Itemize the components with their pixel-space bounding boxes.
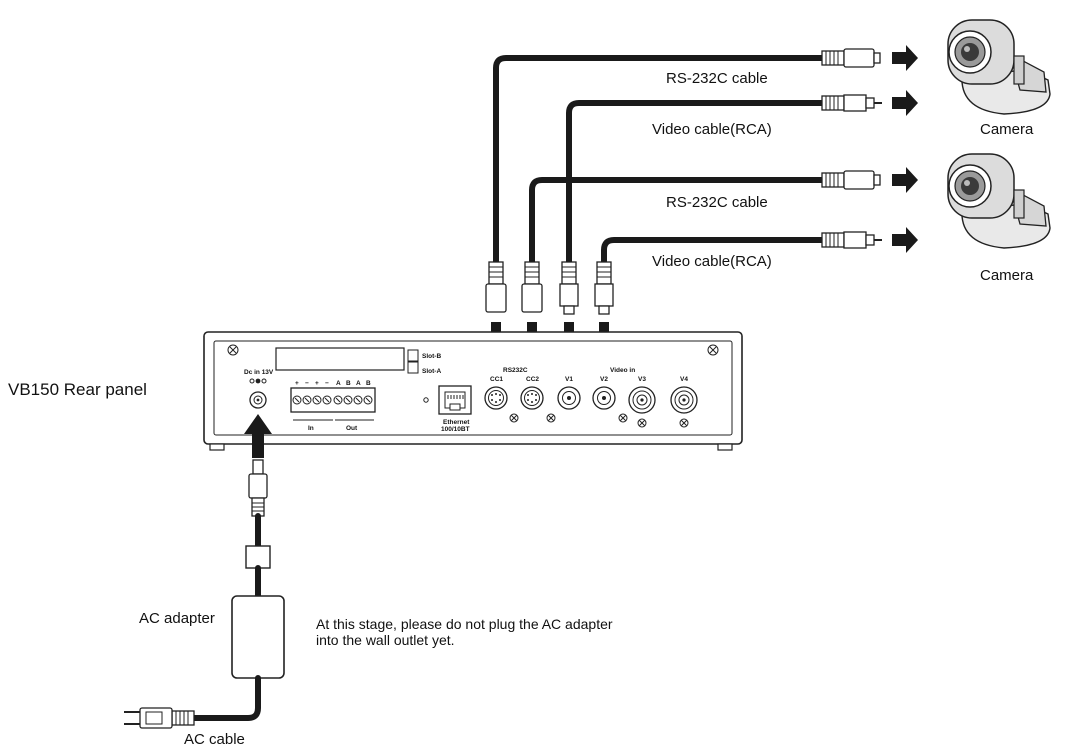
note-line-2: into the wall outlet yet. xyxy=(316,632,455,648)
ac-adapter-label: AC adapter xyxy=(139,610,215,627)
screw-icon xyxy=(227,344,239,356)
note-line-1: At this stage, please do not plug the AC… xyxy=(316,616,613,632)
terminal-label: + xyxy=(315,380,319,387)
port-v1-label: V1 xyxy=(565,376,573,383)
rca-plug-v1 xyxy=(559,261,579,315)
rs232-plug-2 xyxy=(821,170,881,190)
rs232-cable-1-label: RS-232C cable xyxy=(666,70,768,87)
rca-plug-v2 xyxy=(594,261,614,315)
terminal-label: A xyxy=(356,380,361,387)
dc-in-jack xyxy=(249,391,267,409)
rs232-cable-2 xyxy=(529,177,825,265)
ethernet-label: Ethernet xyxy=(443,419,470,426)
rca-plug-2 xyxy=(821,231,882,249)
port-cc2 xyxy=(520,386,544,410)
video-cable-2 xyxy=(601,237,825,265)
camera-2-icon xyxy=(947,153,1051,249)
rs232-plug-cc2 xyxy=(521,261,543,313)
video-cable-1-label: Video cable(RCA) xyxy=(652,121,772,138)
port-v4 xyxy=(670,386,698,414)
ac-adapter xyxy=(231,595,285,679)
ac-cable xyxy=(191,675,261,721)
camera-2-label: Camera xyxy=(980,267,1034,284)
ethernet-port xyxy=(438,385,472,415)
ferrite-core xyxy=(245,545,271,569)
terminal-label: B xyxy=(366,380,371,387)
terminal-label: B xyxy=(346,380,351,387)
terminal-label: − xyxy=(305,380,309,387)
rs232-cable-1 xyxy=(493,55,825,265)
terminal-block: + − + − A B A B In Out xyxy=(290,380,376,432)
ac-plug-icon xyxy=(124,707,195,729)
vb150-rear-panel: Slot-B Slot-A Dc in 13V + − + − A B A B xyxy=(203,331,743,451)
arrow-right-icon xyxy=(892,45,918,71)
port-v1 xyxy=(557,386,581,410)
dc-plug xyxy=(248,459,268,517)
status-led xyxy=(423,397,429,403)
rs232-plug-1 xyxy=(821,48,881,68)
slot-a-label: Slot-A xyxy=(422,368,441,375)
rs232-plug-cc1 xyxy=(485,261,507,313)
terminal-in-label: In xyxy=(308,425,314,432)
arrow-up-icon xyxy=(244,414,272,458)
video-cable-1 xyxy=(566,100,825,265)
terminal-out-label: Out xyxy=(346,425,358,432)
port-cc1-label: CC1 xyxy=(490,376,503,383)
port-v2-label: V2 xyxy=(600,376,608,383)
terminal-label: − xyxy=(325,380,329,387)
port-cc2-label: CC2 xyxy=(526,376,539,383)
rear-panel-label: VB150 Rear panel xyxy=(8,380,147,399)
terminal-label: A xyxy=(336,380,341,387)
camera-1-label: Camera xyxy=(980,121,1034,138)
arrow-right-icon xyxy=(892,227,918,253)
rs232-cable-2-label: RS-232C cable xyxy=(666,194,768,211)
dc-in-label: Dc in 13V xyxy=(244,369,274,376)
slot-b-label: Slot-B xyxy=(422,353,441,360)
rca-plug-1 xyxy=(821,94,882,112)
port-v3 xyxy=(628,386,656,414)
warning-note: At this stage, please do not plug the AC… xyxy=(316,616,776,648)
dc-polarity-icon xyxy=(249,378,267,384)
slot-b xyxy=(275,347,405,371)
port-v4-label: V4 xyxy=(680,376,688,383)
video-cable-2-label: Video cable(RCA) xyxy=(652,253,772,270)
port-v2 xyxy=(592,386,616,410)
terminal-label: + xyxy=(295,380,299,387)
arrow-right-icon xyxy=(892,167,918,193)
rs232c-group-label: RS232C xyxy=(503,367,528,374)
port-cc1 xyxy=(484,386,508,410)
port-v3-label: V3 xyxy=(638,376,646,383)
camera-1-icon xyxy=(947,19,1051,115)
arrow-right-icon xyxy=(892,90,918,116)
ethernet-speed-label: 100/10BT xyxy=(441,426,470,433)
video-in-group-label: Video in xyxy=(610,367,635,374)
screw-icon xyxy=(707,344,719,356)
ac-cable-label: AC cable xyxy=(184,731,245,748)
